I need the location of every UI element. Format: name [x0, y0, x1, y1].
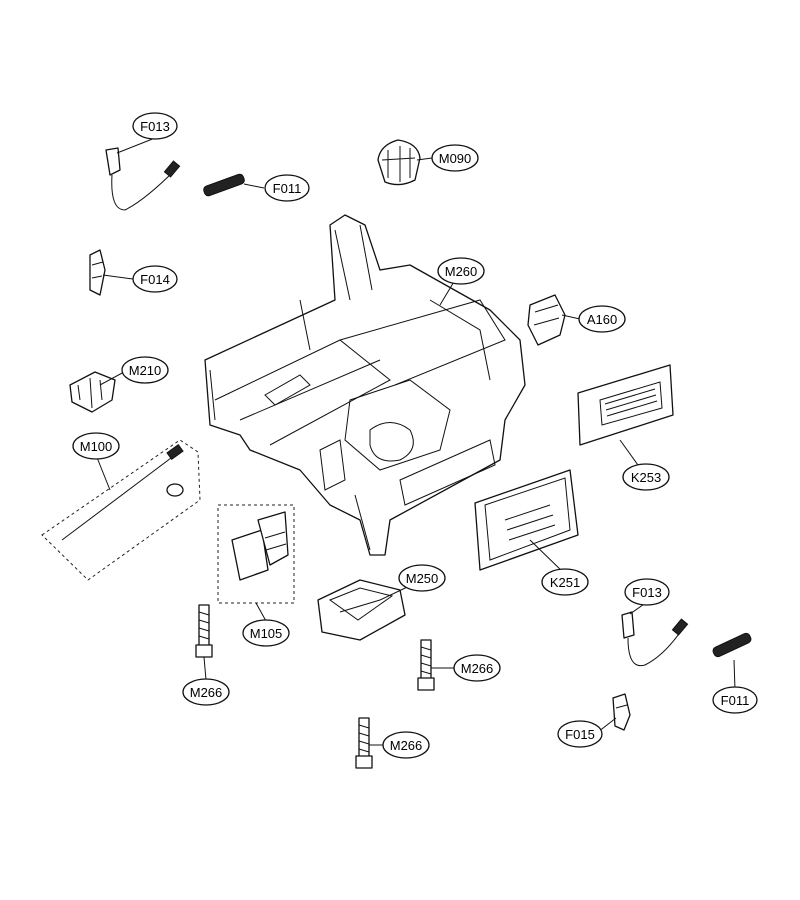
callout-m100: M100 — [72, 432, 120, 460]
callout-f011-top: F011 — [264, 174, 310, 202]
callout-m266-left: M266 — [182, 678, 230, 706]
f015-part — [612, 693, 631, 731]
m100-part-group — [41, 439, 201, 581]
callout-label: F013 — [632, 585, 662, 600]
callout-m105: M105 — [242, 619, 290, 647]
m105-part-group — [217, 504, 295, 604]
m266-left-part — [195, 604, 213, 658]
callout-label: M105 — [250, 626, 283, 641]
callout-label: F015 — [565, 727, 595, 742]
f013-top-part — [105, 147, 181, 211]
callout-f011-right: F011 — [712, 686, 758, 714]
callout-label: M090 — [439, 151, 472, 166]
callout-label: F011 — [273, 181, 302, 196]
f011-right-part — [712, 632, 752, 658]
f014-part — [89, 249, 106, 296]
m250-part — [317, 579, 406, 641]
m266-mid-part — [417, 639, 435, 691]
callout-k253: K253 — [622, 463, 670, 491]
callout-label: M210 — [129, 363, 162, 378]
callout-m266-bottom: M266 — [382, 731, 430, 759]
callout-label: K253 — [631, 470, 661, 485]
base-frame-part — [204, 214, 526, 556]
callout-label: M250 — [406, 571, 439, 586]
callout-label: F014 — [140, 272, 170, 287]
callout-label: F013 — [140, 119, 170, 134]
a160-part — [527, 294, 566, 346]
m210-part — [69, 371, 116, 413]
callout-f013-top: F013 — [132, 112, 178, 140]
callout-a160: A160 — [578, 305, 626, 333]
callout-label: K251 — [550, 575, 580, 590]
m090-part — [377, 139, 421, 186]
callout-label: M100 — [80, 439, 113, 454]
callout-m250: M250 — [398, 564, 446, 592]
callout-f014: F014 — [132, 265, 178, 293]
callout-label: M266 — [190, 685, 223, 700]
callout-m266-mid: M266 — [453, 654, 501, 682]
k253-part — [577, 364, 674, 446]
callout-label: F011 — [721, 693, 750, 708]
callout-label: M260 — [445, 264, 478, 279]
callout-m090: M090 — [431, 144, 479, 172]
callout-label: M266 — [461, 661, 494, 676]
callout-label: A160 — [587, 312, 617, 327]
callout-f013-right: F013 — [624, 578, 670, 606]
callout-f015: F015 — [557, 720, 603, 748]
callout-k251: K251 — [541, 568, 589, 596]
callout-m210: M210 — [121, 356, 169, 384]
f013-right-part — [621, 611, 689, 667]
callout-label: M266 — [390, 738, 423, 753]
k251-part — [474, 469, 579, 571]
m266-bottom-part — [355, 717, 373, 769]
f011-top-part — [203, 173, 245, 197]
callout-m260: M260 — [437, 257, 485, 285]
